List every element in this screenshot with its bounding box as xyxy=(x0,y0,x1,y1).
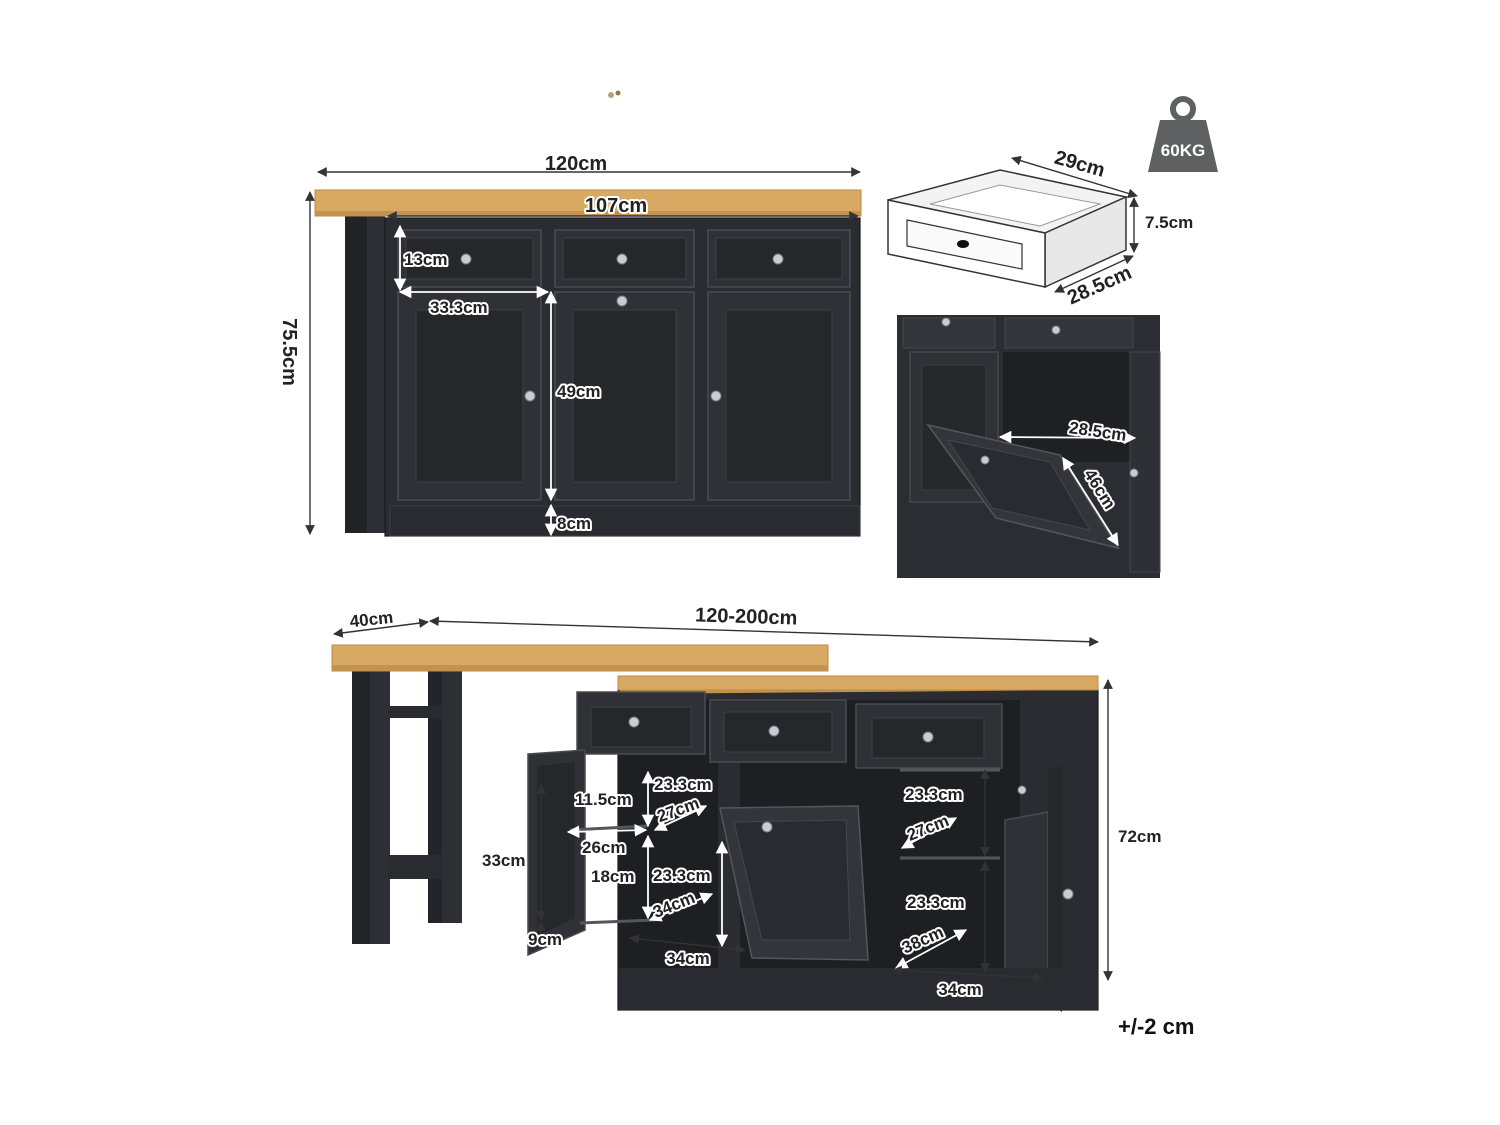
dim-base-height: 8cm xyxy=(557,514,591,533)
dim-right-shelf-1: 23.3cm xyxy=(905,785,963,804)
decorative-mark xyxy=(608,90,621,98)
weight-icon: 60KG xyxy=(1148,96,1218,172)
dim-right-bottom-width: 34cm xyxy=(938,980,981,999)
drawer-width: 29cm xyxy=(1052,147,1107,182)
tolerance-note: +/-2 cm xyxy=(1118,1014,1194,1039)
extended-view-cabinet xyxy=(331,644,1099,1012)
drawer-detail: 29cm 7.5cm 28.5cm xyxy=(887,147,1193,309)
dim-right-shelf-2: 23.3cm xyxy=(907,893,965,912)
dim-left-width: 26cm xyxy=(582,838,625,857)
dim-door-height: 49cm xyxy=(557,382,600,401)
front-view-dimensions: 120cm 107cm 75.5cm 13cm 33.3cm 49cm 8cm xyxy=(278,153,861,537)
dim-left-slot: 11.5cm xyxy=(575,790,632,809)
dim-drawer-height: 13cm xyxy=(404,250,447,269)
front-view-cabinet xyxy=(314,189,862,537)
dim-left-bottom-width: 34cm xyxy=(666,949,709,968)
dim-inner-width: 107cm xyxy=(585,195,647,217)
dim-left-slot-2: 18cm xyxy=(591,867,634,886)
bin-detail-photo: 28.5cm 46cm xyxy=(897,315,1161,578)
dim-extension: 40cm xyxy=(349,608,394,631)
dim-drawer-width: 33.3cm xyxy=(430,298,488,317)
dim-left-shelf-2: 23.3cm xyxy=(653,866,711,885)
dim-height: 75.5cm xyxy=(278,318,300,386)
dim-height: 72cm xyxy=(1118,827,1161,846)
dim-left-height: 33cm xyxy=(482,851,525,870)
drawer-height: 7.5cm xyxy=(1145,213,1193,232)
dim-left-base: 9cm xyxy=(528,930,562,949)
dim-left-shelf-1: 23.3cm xyxy=(654,775,712,794)
weight-label: 60KG xyxy=(1161,141,1205,160)
dim-total-width: 120-200cm xyxy=(695,604,798,629)
dim-top-width: 120cm xyxy=(545,153,607,175)
